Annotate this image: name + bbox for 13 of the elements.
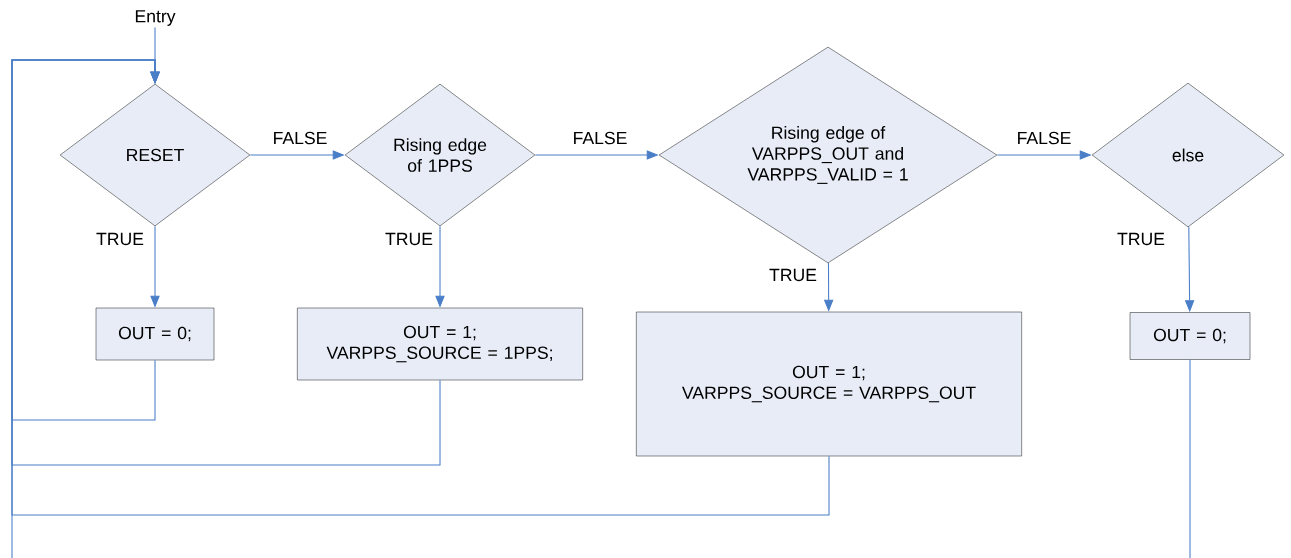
edge-label: TRUE [767, 267, 819, 283]
edge-label: TRUE [94, 231, 146, 247]
edge-label: FALSE [571, 130, 629, 146]
edge-label: TRUE [383, 231, 435, 247]
process-box: OUT = 0; [95, 307, 215, 361]
process-box: OUT = 1; VARPPS_SOURCE = 1PPS; [297, 307, 583, 381]
arrow [11, 59, 1191, 558]
process-box: OUT = 1; VARPPS_SOURCE = VARPPS_OUT [636, 311, 1022, 457]
edge-label: TRUE [1115, 231, 1167, 247]
process-box: OUT = 0; [1129, 312, 1251, 360]
edge-label: FALSE [271, 130, 329, 146]
edge-label: FALSE [1015, 130, 1073, 146]
entry-label: Entry [135, 10, 176, 26]
